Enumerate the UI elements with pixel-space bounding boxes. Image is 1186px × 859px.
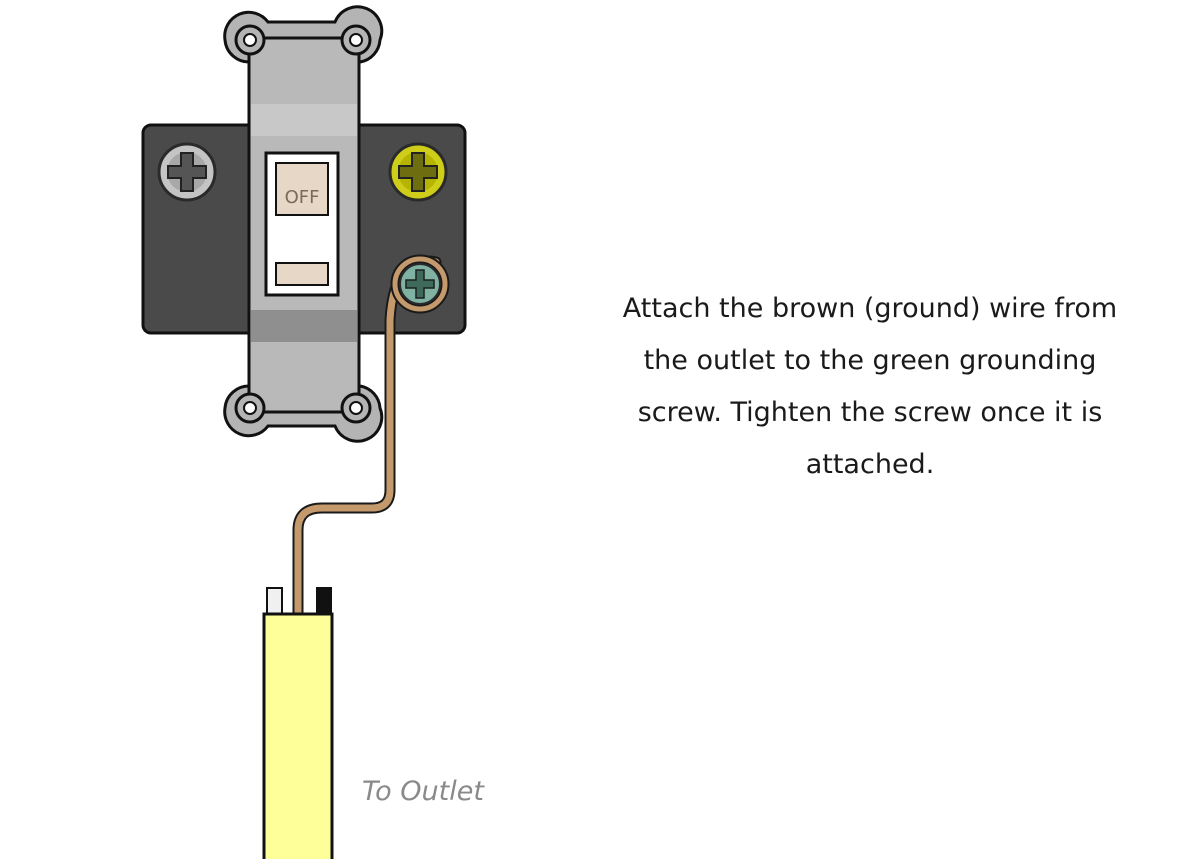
yoke-band-bottom [251, 310, 357, 342]
mounting-hole-icon [234, 392, 266, 424]
white-neutral-wire [266, 587, 283, 617]
toggle-off-label: OFF [285, 187, 320, 208]
outlet-cable-jacket [262, 612, 334, 859]
brass-terminal-screw-icon [388, 142, 448, 202]
mounting-hole-icon [340, 392, 372, 424]
instruction-text: Attach the brown (ground) wire from the … [622, 293, 1118, 480]
toggle-lower-face [275, 262, 329, 286]
green-ground-screw-icon [399, 263, 441, 305]
black-hot-wire [316, 587, 332, 617]
to-outlet-label: To Outlet [362, 776, 484, 807]
mounting-hole-icon [340, 24, 372, 56]
silver-terminal-screw-icon [157, 142, 217, 202]
mounting-hole-icon [234, 24, 266, 56]
yoke-band-top [251, 104, 357, 136]
toggle-upper-face [275, 162, 329, 216]
